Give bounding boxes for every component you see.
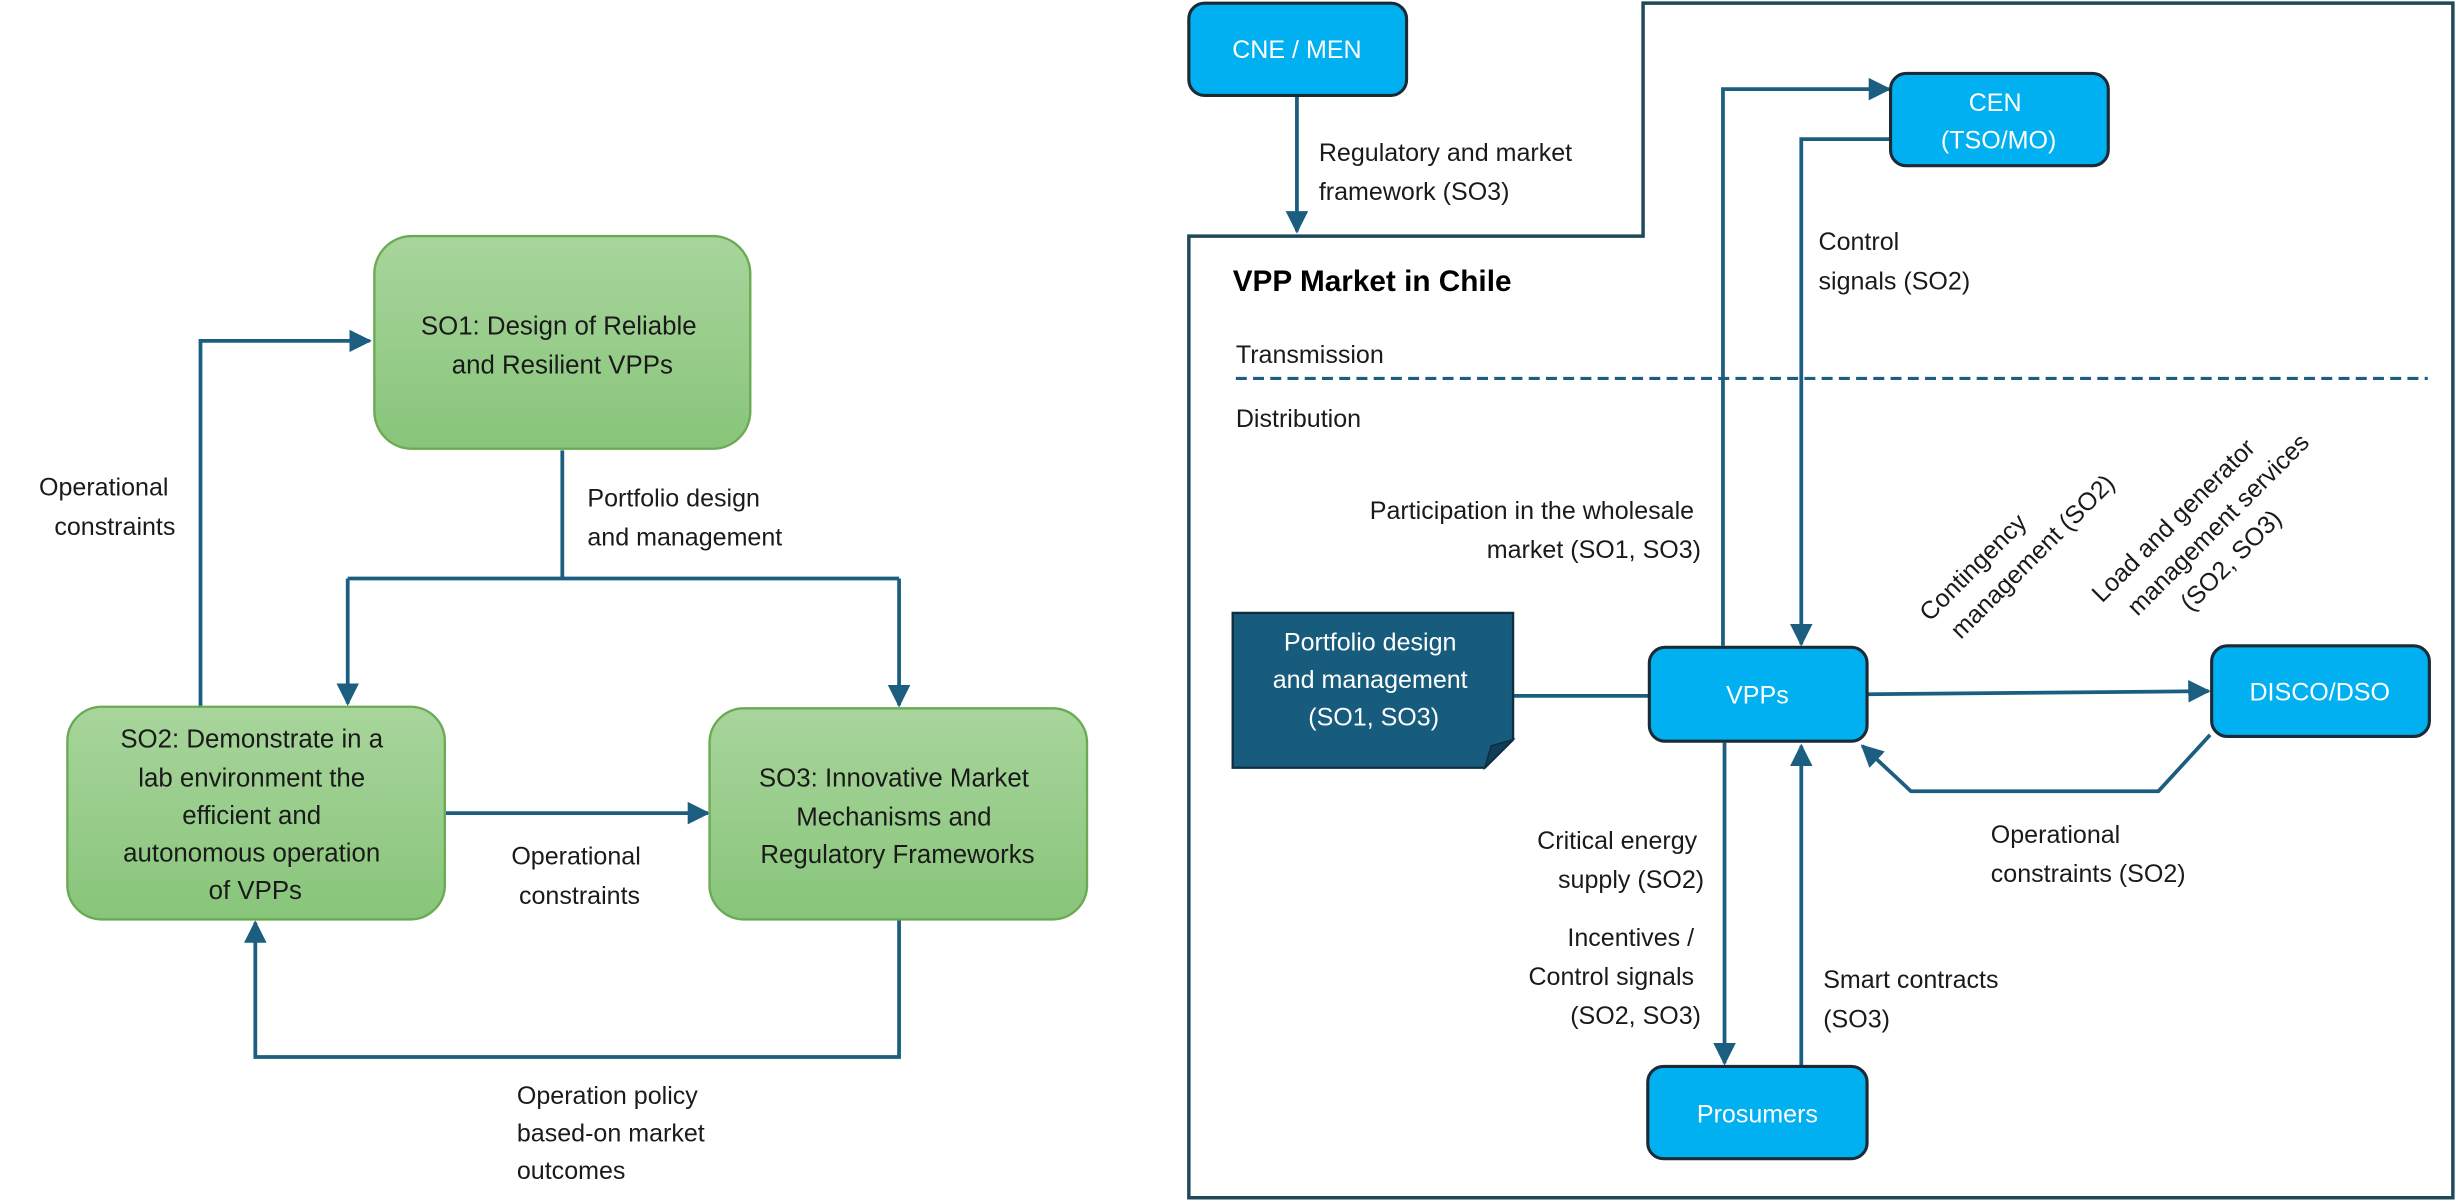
edge-vpps-to-cen bbox=[1721, 77, 1892, 646]
node-cen[interactable]: CEN (TSO/MO) bbox=[1888, 71, 2110, 168]
so2-line: of VPPs bbox=[209, 877, 302, 905]
svg-text:CNE / MEN: CNE / MEN bbox=[1232, 36, 1361, 64]
so1-line: SO1: Design of Reliable bbox=[421, 313, 697, 341]
svg-text:DISCO/DSO: DISCO/DSO bbox=[2249, 679, 2390, 707]
left-diagram: SO1: Design of Reliable and Resilient VP… bbox=[39, 234, 1089, 1185]
so3-line: Regulatory Frameworks bbox=[760, 841, 1034, 869]
edge-so2-to-so1 bbox=[198, 329, 372, 707]
node-disco-dso[interactable]: DISCO/DSO bbox=[2210, 644, 2431, 739]
svg-text:CEN (TSO/MO): CEN (TSO/MO) bbox=[1941, 89, 2056, 155]
label-wholesale-participation: Participation in the wholesale market (S… bbox=[1370, 497, 1701, 564]
label-critical-energy: Critical energy supply (SO2) bbox=[1537, 827, 1704, 894]
svg-text:SO1: Design of Reliable: SO1: Design of Reliable and Resilient VP… bbox=[421, 313, 704, 380]
label-portfolio-design: Portfolio design and management bbox=[587, 485, 782, 552]
svg-text:SO2: Demonstrate in a: SO2: Demonstrate in a lab environment th… bbox=[120, 725, 390, 905]
market-frame bbox=[1187, 1, 2455, 1200]
label-operational-constraints-right: Operational constraints (SO2) bbox=[1991, 821, 2186, 888]
label-control-signals: Control signals (SO2) bbox=[1819, 228, 1971, 295]
edge-so3-to-so2 bbox=[244, 919, 901, 1059]
zone-distribution: Distribution bbox=[1236, 405, 1361, 433]
label-smart-contracts: Smart contracts (SO3) bbox=[1823, 966, 2005, 1033]
label-operation-policy: Operation policy based-on market outcome… bbox=[517, 1082, 712, 1185]
so2-line: lab environment the bbox=[138, 765, 365, 793]
zone-transmission: Transmission bbox=[1236, 341, 1384, 369]
edge-disco-to-vpps bbox=[1860, 733, 2212, 794]
node-cne-men[interactable]: CNE / MEN bbox=[1187, 1, 1409, 97]
label-incentives: Incentives / Control signals (SO2, SO3) bbox=[1528, 924, 1701, 1030]
label-operational-constraints-left: Operational constraints bbox=[39, 474, 175, 541]
so1-line: and Resilient VPPs bbox=[452, 352, 673, 380]
node-so2[interactable]: SO2: Demonstrate in a lab environment th… bbox=[66, 705, 447, 921]
node-vpps[interactable]: VPPs bbox=[1647, 645, 1869, 743]
svg-text:Prosumers: Prosumers bbox=[1697, 1101, 1818, 1129]
so3-line: Mechanisms and bbox=[796, 804, 991, 832]
edge-vpps-to-disco bbox=[1867, 680, 2211, 703]
svg-text:SO3: Innovative Market: SO3: Innovative Market Mechanisms and Re… bbox=[759, 765, 1036, 870]
label-regulatory-framework: Regulatory and market framework (SO3) bbox=[1319, 139, 1579, 206]
node-prosumers[interactable]: Prosumers bbox=[1646, 1064, 1869, 1161]
market-title: VPP Market in Chile bbox=[1233, 265, 1512, 298]
node-so1[interactable]: SO1: Design of Reliable and Resilient VP… bbox=[373, 234, 752, 450]
so2-line: autonomous operation bbox=[123, 840, 380, 868]
node-so3[interactable]: SO3: Innovative Market Mechanisms and Re… bbox=[708, 707, 1089, 921]
label-contingency-management: Contingency management (SO2) bbox=[1914, 445, 2120, 651]
edge-split-to-so2 bbox=[348, 576, 900, 704]
so2-line: efficient and bbox=[182, 802, 321, 830]
right-diagram: VPP Market in Chile Transmission Distrib… bbox=[1187, 1, 2455, 1200]
so2-line: SO2: Demonstrate in a bbox=[120, 725, 383, 753]
svg-text:Portfolio design and m: Portfolio design and management (SO1, SO… bbox=[1273, 628, 1475, 731]
label-operational-constraints-mid: Operational constraints bbox=[511, 843, 647, 910]
svg-text:VPPs: VPPs bbox=[1726, 682, 1789, 710]
so3-line: SO3: Innovative Market bbox=[759, 765, 1029, 793]
note-portfolio-design[interactable]: Portfolio design and management (SO1, SO… bbox=[1231, 611, 1516, 771]
edge-cen-to-vpps bbox=[1789, 137, 1891, 647]
label-load-generator-services: Load and generator management services (… bbox=[2086, 399, 2344, 656]
